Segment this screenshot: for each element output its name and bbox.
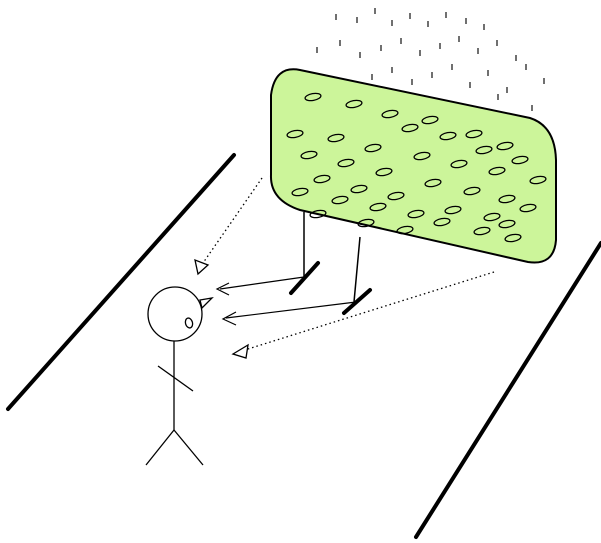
leaf [488,166,506,176]
leaf [375,167,393,177]
stick-figure-icon [145,286,214,466]
leaf [286,129,304,139]
leaf [291,187,309,197]
leaf [364,143,382,153]
arrowhead-lower-dotted [231,343,249,359]
leaf [327,133,345,143]
person-leg-right [173,429,204,466]
direct-ray-upper [202,177,263,264]
arrowhead-left [215,282,230,296]
leaf [450,159,468,169]
leaf [381,109,399,119]
leaf [475,145,493,155]
leaf [498,194,516,204]
leaf [465,129,483,139]
leaf [424,178,442,188]
leaf [337,158,355,168]
road-right-edge [414,241,601,539]
person-leg-left [145,429,175,466]
leaf [387,191,405,201]
person-arms [157,365,194,392]
leaf [350,184,368,194]
canopy-leaves [286,92,547,243]
leaf [313,174,331,184]
mirror-right-icon [342,288,372,315]
leaf [463,186,481,196]
leaf [345,99,363,109]
leaf [413,151,431,161]
mirror-left-icon [289,261,320,295]
leaf [304,92,322,102]
reflected-ray-right [225,301,357,319]
leaf [483,212,501,222]
leaf-canopy-icon [269,68,557,264]
leaf [511,155,529,165]
arrowhead-upper-dotted [194,258,210,276]
leaf [504,233,522,243]
leaf [439,131,457,141]
person-mouth [184,317,194,329]
leaf [519,203,537,213]
leaf [433,217,451,227]
leaf [357,218,375,228]
leaf [496,141,514,151]
leaf [529,175,547,185]
reflected-ray-left [219,276,305,290]
leaf [444,205,462,215]
leaf [401,123,419,133]
leaf [421,115,439,125]
leaf [396,225,414,235]
road-left-edge [6,153,236,411]
person-eye [199,297,214,310]
leaf [331,195,349,205]
leaf [407,209,425,219]
mirror-support-right [353,236,361,303]
leaf [369,202,387,212]
arrowhead-right [221,311,237,326]
leaf [498,219,516,229]
leaf [300,150,318,160]
leaf [473,226,491,236]
leaf [309,209,327,219]
rain-drops-icon [316,8,545,111]
person-head [147,286,203,342]
